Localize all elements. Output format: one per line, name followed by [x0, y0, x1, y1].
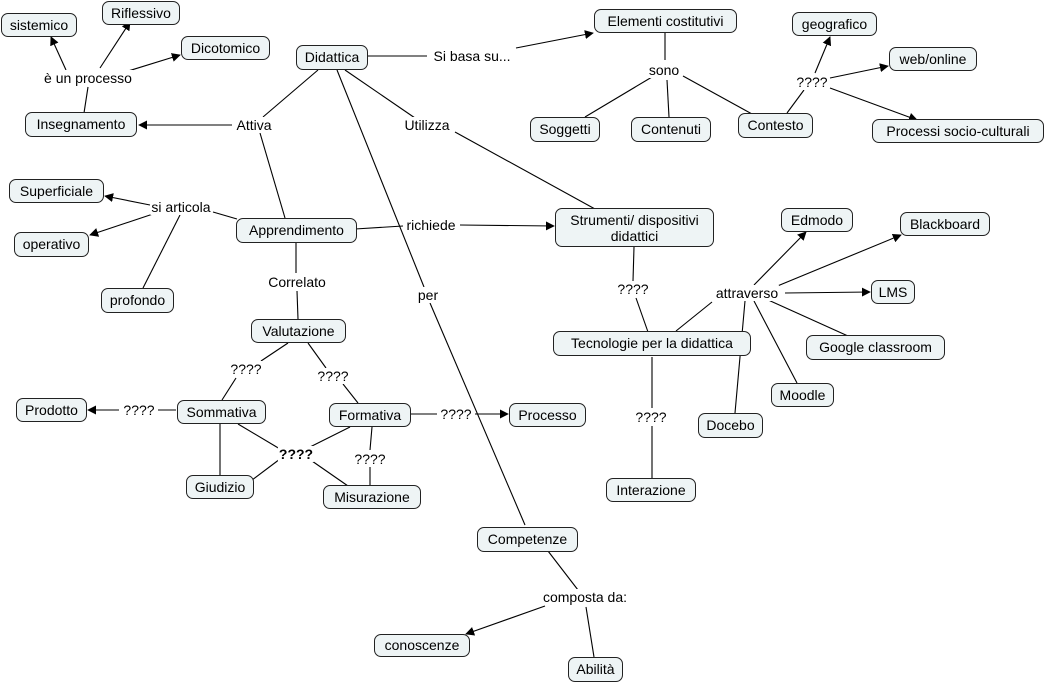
- node-docebo[interactable]: Docebo: [698, 413, 763, 438]
- link-unknown-contesto: ????: [795, 74, 829, 90]
- link-unknown-prodotto: ????: [122, 402, 156, 418]
- node-web-online[interactable]: web/online: [889, 47, 977, 71]
- node-sistemico[interactable]: sistemico: [1, 13, 77, 37]
- link-unknown-cross: ????: [277, 446, 315, 462]
- node-riflessivo[interactable]: Riflessivo: [102, 1, 180, 25]
- link-unknown-processo: ????: [439, 406, 473, 422]
- node-apprendimento[interactable]: Apprendimento: [236, 218, 357, 243]
- node-processi-socio-culturali[interactable]: Processi socio-culturali: [872, 119, 1044, 143]
- node-blackboard[interactable]: Blackboard: [900, 212, 990, 236]
- link-si-articola: si articola: [150, 199, 212, 215]
- link-composta-da: composta da:: [541, 589, 629, 605]
- link-correlato: Correlato: [267, 274, 327, 290]
- link-e-un-processo: è un processo: [43, 70, 133, 86]
- node-conoscenze[interactable]: conoscenze: [374, 634, 470, 657]
- link-attraverso: attraverso: [714, 285, 780, 301]
- node-dicotomico[interactable]: Dicotomico: [181, 36, 270, 60]
- link-unknown-formativa: ????: [316, 368, 350, 384]
- link-per: per: [416, 287, 440, 303]
- link-unknown-sommativa: ????: [229, 361, 263, 377]
- node-giudizio[interactable]: Giudizio: [186, 475, 254, 499]
- node-superficiale[interactable]: Superficiale: [9, 179, 104, 203]
- node-contesto[interactable]: Contesto: [738, 113, 813, 138]
- node-tecnologie-per-la-didattica[interactable]: Tecnologie per la didattica: [553, 331, 751, 356]
- node-didattica[interactable]: Didattica: [296, 45, 368, 70]
- link-sono: sono: [647, 62, 681, 78]
- node-abilita[interactable]: Abilità: [568, 657, 623, 682]
- node-contenuti[interactable]: Contenuti: [631, 117, 711, 142]
- node-strumenti-dispositivi-didattici[interactable]: Strumenti/ dispositivi didattici: [555, 208, 714, 247]
- node-geografico[interactable]: geografico: [792, 12, 877, 36]
- node-interazione[interactable]: Interazione: [606, 478, 696, 502]
- node-valutazione[interactable]: Valutazione: [251, 319, 346, 343]
- node-profondo[interactable]: profondo: [101, 288, 174, 313]
- node-sommativa[interactable]: Sommativa: [177, 400, 266, 424]
- node-insegnamento[interactable]: Insegnamento: [25, 112, 137, 137]
- node-processo[interactable]: Processo: [509, 403, 586, 427]
- node-edmodo[interactable]: Edmodo: [781, 208, 853, 232]
- node-soggetti[interactable]: Soggetti: [530, 117, 600, 142]
- node-google-classroom[interactable]: Google classroom: [806, 335, 945, 360]
- link-si-basa-su: Si basa su...: [432, 48, 512, 64]
- link-unknown-strumenti: ????: [616, 281, 650, 297]
- link-unknown-misurazione: ????: [353, 451, 387, 467]
- node-competenze[interactable]: Competenze: [477, 527, 578, 552]
- node-elementi-costitutivi[interactable]: Elementi costitutivi: [594, 9, 737, 33]
- link-utilizza: Utilizza: [403, 117, 451, 133]
- node-formativa[interactable]: Formativa: [329, 403, 411, 427]
- node-moodle[interactable]: Moodle: [771, 383, 834, 407]
- node-lms[interactable]: LMS: [871, 280, 915, 304]
- link-richiede: richiede: [405, 217, 457, 233]
- node-prodotto[interactable]: Prodotto: [16, 398, 87, 422]
- node-misurazione[interactable]: Misurazione: [323, 485, 421, 509]
- node-operativo[interactable]: operativo: [14, 232, 89, 257]
- link-unknown-interazione: ????: [634, 409, 668, 425]
- link-attiva: Attiva: [235, 117, 273, 133]
